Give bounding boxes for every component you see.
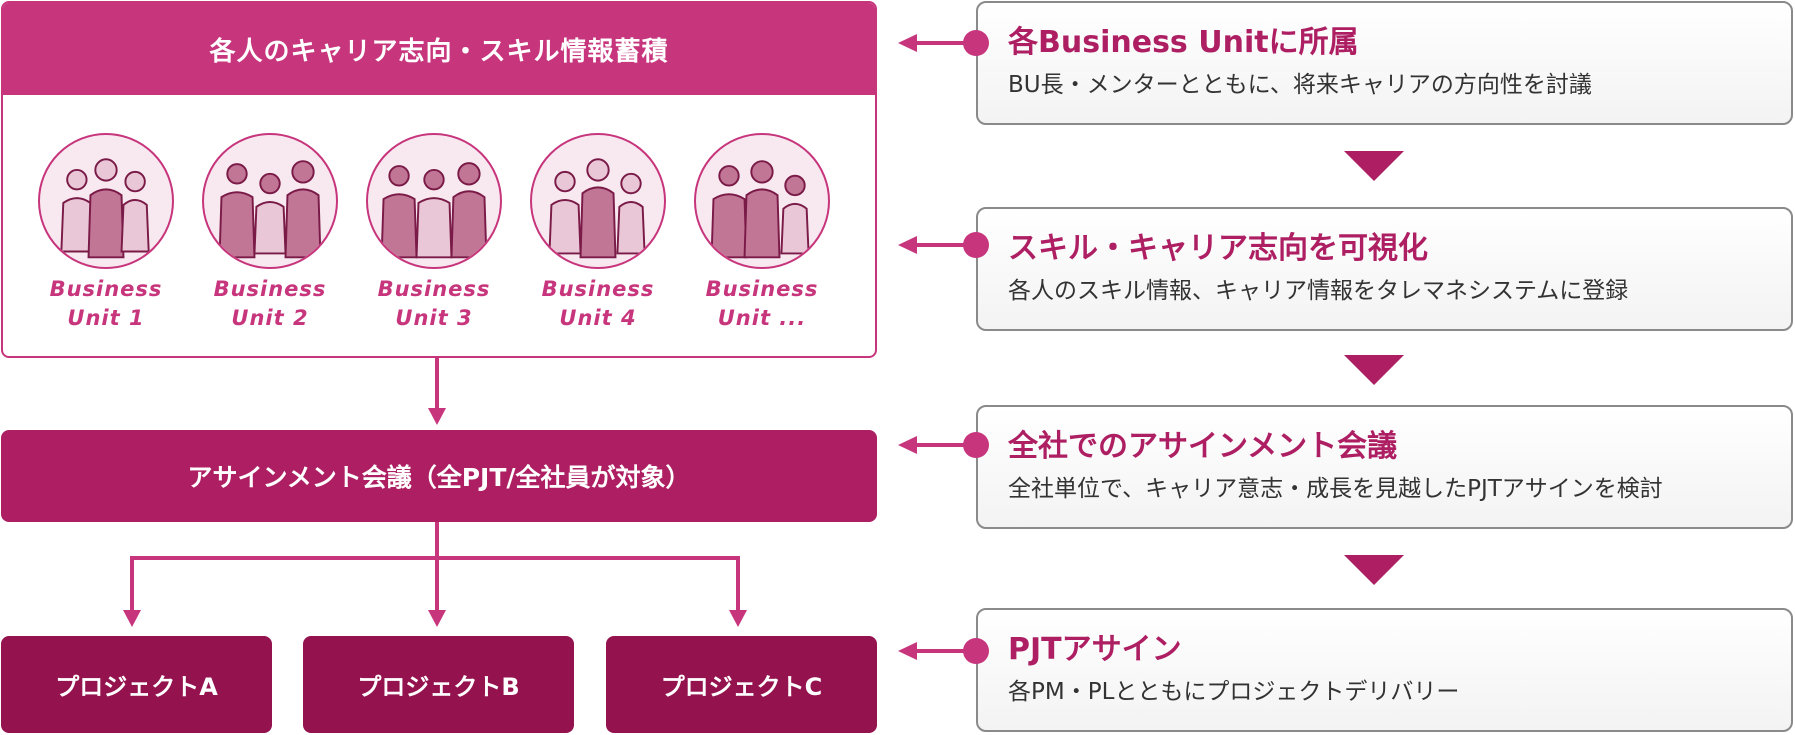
arrow-left-icon — [898, 436, 917, 454]
business-unit-label: Business Unit 4 — [523, 275, 673, 333]
project-b-box: プロジェクトB — [303, 636, 574, 733]
arrow-left-icon — [898, 236, 917, 254]
business-unit-label-line2: Unit 3 — [395, 306, 473, 330]
step-2-title: スキル・キャリア志向を可視化 — [1008, 231, 1428, 266]
people-group-icon — [694, 133, 830, 269]
step-3-title: 全社でのアサインメント会議 — [1008, 429, 1398, 464]
triangle-down-icon — [1344, 355, 1404, 385]
business-unit-label-line2: Unit 2 — [231, 306, 309, 330]
business-unit-2: Business Unit 2 — [195, 133, 345, 333]
people-group-icon — [366, 133, 502, 269]
step-4-title: PJTアサイン — [1008, 632, 1182, 667]
business-unit-label: Business Unit ... — [687, 275, 837, 333]
business-unit-label-line1: Business — [49, 277, 163, 301]
business-unit-label-line1: Business — [213, 277, 327, 301]
step-4-description: 各PM・PLとともにプロジェクトデリバリー — [1008, 679, 1460, 705]
step-1-description: BU長・メンターとともに、将来キャリアの方向性を討議 — [1008, 72, 1592, 98]
business-unit-4: Business Unit 4 — [523, 133, 673, 333]
arrow-left-icon — [898, 34, 917, 52]
unit-panel-title: 各人のキャリア志向・スキル情報蓄積 — [3, 3, 875, 95]
assignment-meeting-box: アサインメント会議（全PJT/全社員が対象） — [1, 430, 877, 522]
business-unit-more: Business Unit ... — [687, 133, 837, 333]
business-unit-label-line2: Unit 1 — [67, 306, 145, 330]
step-2-description: 各人のスキル情報、キャリア情報をタレマネシステムに登録 — [1008, 278, 1629, 304]
arrow-left-icon — [898, 642, 917, 660]
arrow-down-icon — [428, 408, 446, 425]
arrow-down-icon — [123, 610, 141, 627]
project-c-box: プロジェクトC — [606, 636, 877, 733]
business-unit-3: Business Unit 3 — [359, 133, 509, 333]
people-group-icon — [530, 133, 666, 269]
business-unit-label-line1: Business — [541, 277, 655, 301]
business-unit-1: Business Unit 1 — [31, 133, 181, 333]
business-unit-panel: 各人のキャリア志向・スキル情報蓄積 Business Unit 1 — [1, 1, 877, 358]
business-unit-label: Business Unit 3 — [359, 275, 509, 333]
business-unit-label-line1: Business — [705, 277, 819, 301]
business-unit-label: Business Unit 2 — [195, 275, 345, 333]
step-3-description: 全社単位で、キャリア意志・成長を見越したPJTアサインを検討 — [1008, 476, 1663, 502]
step-1-box: 各Business Unitに所属 BU長・メンターとともに、将来キャリアの方向… — [976, 1, 1793, 125]
step-4-box: PJTアサイン 各PM・PLとともにプロジェクトデリバリー — [976, 608, 1793, 732]
people-group-icon — [38, 133, 174, 269]
business-unit-label-line1: Business — [377, 277, 491, 301]
arrow-down-icon — [428, 610, 446, 627]
triangle-down-icon — [1344, 151, 1404, 181]
step-2-box: スキル・キャリア志向を可視化 各人のスキル情報、キャリア情報をタレマネシステムに… — [976, 207, 1793, 331]
arrow-down-icon — [729, 610, 747, 627]
people-group-icon — [202, 133, 338, 269]
branch-connector — [130, 556, 740, 612]
business-unit-label-line2: Unit 4 — [559, 306, 637, 330]
project-a-box: プロジェクトA — [1, 636, 272, 733]
triangle-down-icon — [1344, 555, 1404, 585]
step-1-title: 各Business Unitに所属 — [1008, 25, 1359, 60]
business-unit-label: Business Unit 1 — [31, 275, 181, 333]
business-unit-label-line2: Unit ... — [717, 306, 807, 330]
step-3-box: 全社でのアサインメント会議 全社単位で、キャリア意志・成長を見越したPJTアサイ… — [976, 405, 1793, 529]
business-unit-list: Business Unit 1 Business Unit 2 — [3, 95, 875, 355]
